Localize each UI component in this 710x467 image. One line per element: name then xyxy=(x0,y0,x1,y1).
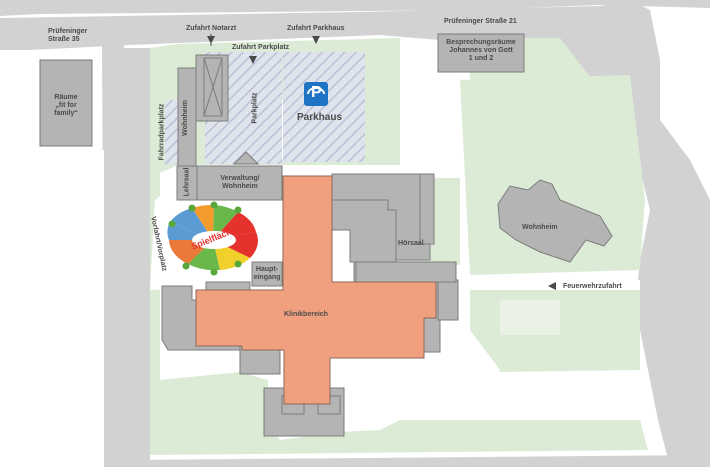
label-hoersaal: Hörsaal xyxy=(398,240,424,247)
label-zufahrt-parkplatz: Zufahrt Parkplatz xyxy=(232,44,290,51)
road-left xyxy=(102,40,124,467)
label-parkplatz: Parkplatz xyxy=(251,92,259,124)
label-haupteingang: Haupt- eingang xyxy=(253,266,281,281)
label-klinikbereich: Klinikbereich xyxy=(284,311,328,318)
label-wohnheim-left: Wohnheim xyxy=(181,100,189,136)
building-notarzt xyxy=(195,54,229,122)
arrow-parkplatz-icon xyxy=(249,56,257,64)
label-fahrradparkplatz: Fahrradparkplatz xyxy=(158,103,166,161)
building-haupteingang xyxy=(251,261,283,287)
top-road-edge xyxy=(0,0,710,16)
label-feuerwehrzufahrt: Feuerwehrzufahrt xyxy=(563,283,622,290)
building-besprechung xyxy=(437,33,525,73)
clinic-area xyxy=(195,175,437,405)
label-zufahrt-notarzt: Zufahrt Notarzt xyxy=(186,25,237,32)
label-parkhaus: Parkhaus xyxy=(297,112,343,123)
building-verwaltung xyxy=(196,165,283,201)
green-area-south xyxy=(150,44,648,455)
label-verwaltung: Verwaltung/ Wohnheim xyxy=(220,175,260,190)
label-besprechung: Besprechungsräume Johannes von Gott 1 un… xyxy=(446,39,516,62)
play-area xyxy=(167,201,258,276)
parking-lot xyxy=(246,52,282,164)
label-pruefeninger-21: Prüfeninger Straße 21 xyxy=(444,18,517,25)
building-wohnheim-right xyxy=(497,179,613,263)
parkhaus-area xyxy=(283,52,365,162)
label-wohnheim-right: Wohnheim xyxy=(522,224,558,231)
label-parkhaus-sign: P xyxy=(311,84,322,101)
label-pruefeninger-35: Prüfeninger Straße 35 xyxy=(48,28,88,43)
label-zufahrt-parkhaus: Zufahrt Parkhaus xyxy=(287,25,345,32)
label-lehrsaal: Lehrsaal xyxy=(183,167,191,197)
parking-sign-icon xyxy=(304,82,328,106)
label-raeume-fit: Räume „fit for family“ xyxy=(54,94,78,117)
arrow-parkhaus-icon xyxy=(312,36,320,44)
arrow-feuerwehr-icon xyxy=(548,282,556,290)
building-fit-for-family xyxy=(39,59,93,147)
